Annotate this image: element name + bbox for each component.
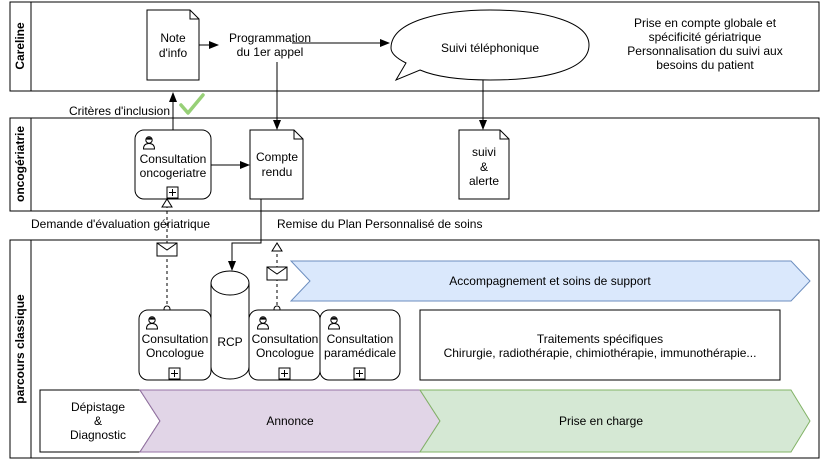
plus-icon[interactable] [166,186,179,199]
lane-title-careline: Careline [13,22,27,70]
envelope-icon [266,266,288,281]
compte-rendu-document[interactable]: Compte rendu [249,129,304,200]
traitements-detail: Chirurgie, radiothérapie, chimiothérapie… [444,346,757,360]
careline-note-line-3: Personnalisation du suivi aux [627,44,782,58]
careline-note-line-2: spécificité gériatrique [649,30,762,44]
careline-note-line-1: Prise en compte globale et [634,16,777,30]
prise-en-charge-arrow[interactable]: Prise en charge [419,389,811,453]
consultation-paramedicale-line-2: paramédicale [324,346,396,360]
criteres-inclusion-label: Critères d'inclusion [69,104,170,118]
plus-icon[interactable] [168,367,181,380]
programmation-line-2: du 1er appel [237,45,304,59]
consultation-oncologue-2-line-2: Oncologue [256,346,314,360]
lane-title-oncogeriatrie: oncogériatrie [13,126,27,202]
plus-icon[interactable] [353,367,366,380]
envelope-icon [156,242,178,257]
suivi-alerte-document[interactable]: suivi & alerte [458,129,510,200]
traitements-title: Traitements spécifiques [537,332,663,346]
suivi-alerte-line-2: & [480,160,488,174]
prise-en-charge-label: Prise en charge [559,414,643,428]
depistage-arrow[interactable]: Dépistage & Diagnostic [39,389,161,453]
consultation-oncogeriatre-task[interactable]: Consultation oncogeriatre [134,129,212,200]
depistage-line-1: Dépistage [71,400,125,414]
annonce-label: Annonce [266,414,314,428]
accompagnement-label: Accompagnement et soins de support [449,274,651,288]
suivi-telephonique-label: Suivi téléphonique [441,41,539,55]
note-info-line-2: d'info [159,46,188,60]
arrow-triangle-icon [161,198,173,208]
note-info-line-1: Note [160,31,186,45]
rcp-label: RCP [217,335,242,349]
suivi-alerte-line-1: suivi [472,145,496,159]
rcp-database[interactable]: RCP [210,270,250,380]
consultation-oncologue-1-task[interactable]: Consultation Oncologue [138,309,212,381]
lane-oncogeriatrie: oncogériatrie [9,117,820,212]
consultation-oncologue-2-task[interactable]: Consultation Oncologue [248,309,321,381]
consultation-oncogeriatre-line-2: oncogeriatre [140,166,207,180]
consultation-oncogeriatre-line-1: Consultation [140,152,207,166]
consultation-paramedicale-task[interactable]: Consultation paramédicale [319,309,401,381]
consultation-oncologue-1-line-2: Oncologue [146,346,204,360]
careline-note-line-4: besoins du patient [656,58,754,72]
consultation-oncologue-2-line-1: Consultation [252,332,319,346]
depistage-line-3: Diagnostic [70,428,126,442]
annonce-arrow[interactable]: Annonce [139,389,441,453]
plus-icon[interactable] [278,367,291,380]
traitements-box[interactable]: Traitements spécifiques Chirurgie, radio… [419,309,781,381]
suivi-telephonique-callout[interactable]: Suivi téléphonique [390,9,590,82]
programmation-line-1: Programmation [229,31,311,45]
checkmark-icon [179,93,205,115]
depistage-line-2: & [94,414,102,428]
arrow-triangle-icon [271,242,283,252]
consultation-oncologue-1-line-1: Consultation [142,332,209,346]
careline-note: Prise en compte globale et spécificité g… [627,16,782,72]
compte-rendu-line-1: Compte [256,150,298,164]
suivi-alerte-line-3: alerte [469,174,499,188]
demande-evaluation-label: Demande d'évaluation gériatrique [31,217,210,231]
note-info-document[interactable]: Note d'info [146,9,200,81]
remise-pps-label: Remise du Plan Personnalisé de soins [277,217,482,231]
accompagnement-arrow[interactable]: Accompagnement et soins de support [289,260,811,302]
lane-title-parcours: parcours classique [13,294,27,404]
compte-rendu-line-2: rendu [262,165,293,179]
consultation-paramedicale-line-1: Consultation [327,332,394,346]
